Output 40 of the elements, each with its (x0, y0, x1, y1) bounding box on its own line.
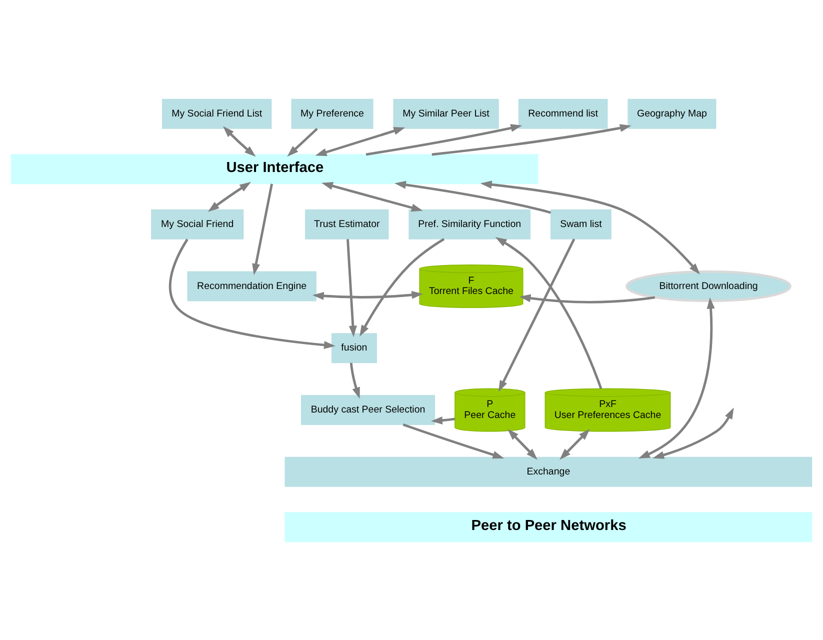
arrow (360, 238, 445, 336)
arrow (252, 183, 274, 275)
arrow (322, 182, 423, 212)
arrow (350, 362, 360, 398)
arrow (366, 124, 522, 156)
arrow (315, 126, 406, 156)
arrow (652, 407, 734, 458)
arrow (222, 126, 256, 156)
arrow (638, 296, 715, 458)
node-ellipse: Bittorrent Downloading (626, 270, 792, 302)
node-box: My Similar Peer List (393, 98, 499, 128)
arrow (346, 238, 357, 337)
arrow (498, 238, 576, 392)
node-box: User Interface (10, 154, 538, 184)
node-box: Pref. Similarity Function (408, 208, 531, 239)
arrow (312, 290, 424, 300)
node-box: Recommendation Engine (187, 270, 316, 301)
arrow (208, 181, 252, 212)
arrow (519, 294, 656, 303)
node-box: My Preference (291, 98, 374, 128)
node-box: Swam list (550, 208, 612, 239)
node-box: Buddy cast Peer Selection (300, 394, 436, 425)
node-box: Peer to Peer Networks (284, 512, 812, 542)
arrow (287, 127, 318, 156)
node-box: fusion (331, 332, 377, 363)
arrow (480, 180, 700, 274)
node-box: Geography Map (628, 98, 716, 128)
arrow (402, 422, 504, 458)
arrow (394, 180, 552, 214)
node-box: Recommend list (518, 98, 608, 128)
arrow (168, 238, 336, 348)
arrow (560, 428, 590, 460)
node-box: Exchange (284, 456, 812, 486)
arrow (495, 236, 602, 389)
arrow (431, 416, 456, 424)
node-box: Trust Estimator (305, 208, 389, 239)
arrow (507, 428, 538, 460)
node-box: My Social Friend List (162, 98, 272, 128)
arrow (432, 124, 632, 156)
node-box: My Social Friend (151, 208, 244, 239)
